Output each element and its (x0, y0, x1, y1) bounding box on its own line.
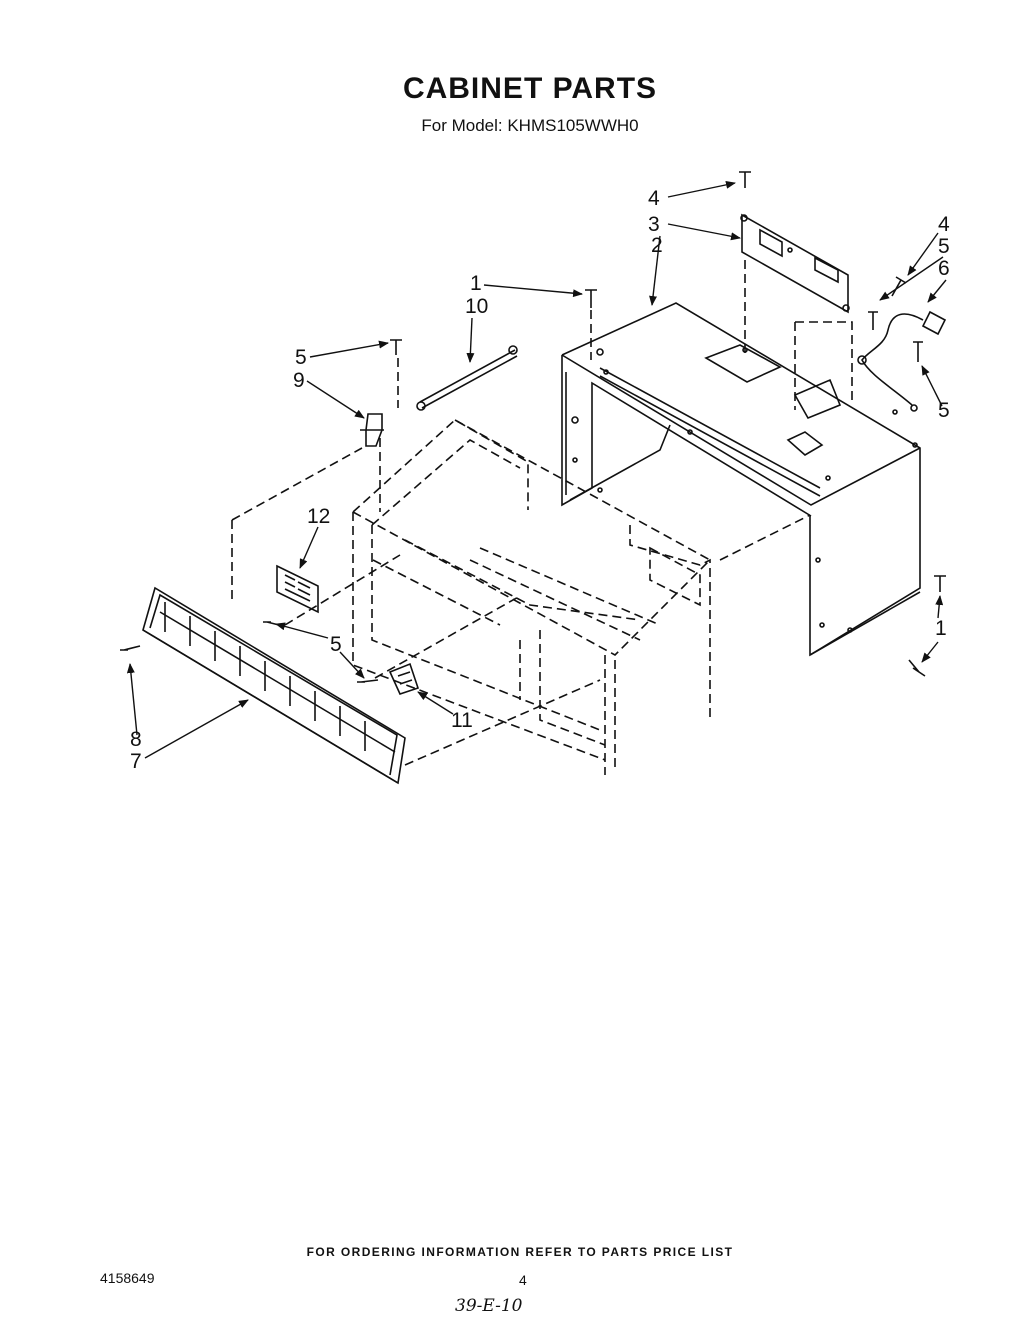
screw-1-right-upper (934, 575, 946, 592)
ordering-info-note: FOR ORDERING INFORMATION REFER TO PARTS … (306, 1245, 734, 1259)
hidden-inner-frame (231, 260, 853, 775)
page-title: CABINET PARTS (402, 72, 658, 105)
latch (360, 413, 384, 447)
screw-1-right-lower (908, 659, 926, 677)
callout-4-top: 4 (648, 187, 660, 210)
vent-grille (142, 586, 406, 785)
callout-4-right: 4 (938, 213, 950, 236)
callout-2: 2 (651, 234, 663, 257)
callout-12: 12 (307, 505, 330, 528)
callout-5-left: 5 (295, 346, 307, 369)
label-panel (276, 564, 319, 614)
callout-6: 6 (938, 257, 950, 280)
callout-10: 10 (465, 295, 488, 318)
callout-8: 8 (130, 728, 142, 751)
top-mounting-bracket (740, 213, 850, 314)
callout-9: 9 (293, 369, 305, 392)
callout-labels: 4 3 2 4 5 6 1 10 5 9 5 12 1 5 11 8 7 (130, 187, 950, 773)
page-number: 4 (519, 1272, 527, 1288)
callout-7: 7 (130, 750, 142, 773)
callout-3: 3 (648, 213, 660, 236)
screw-5-right-lower (913, 341, 923, 362)
callout-1-right: 1 (935, 617, 947, 640)
callout-5-lower-right: 5 (938, 399, 950, 422)
callout-5-middle: 5 (330, 633, 342, 656)
handwritten-note: 39-E-10 (455, 1296, 523, 1316)
screw-5-right-upper (868, 311, 878, 330)
small-bracket (388, 662, 420, 695)
model-subtitle: For Model: KHMS105WWH0 (421, 116, 639, 135)
outer-cabinet-shell (561, 302, 921, 657)
power-cord (857, 310, 947, 412)
screw-4-top (739, 171, 751, 188)
document-number: 4158649 (100, 1270, 155, 1286)
screw-1-top (585, 289, 597, 308)
callout-1-top: 1 (470, 272, 482, 295)
leader-arrows (126, 180, 947, 759)
screw-5-left-top (390, 339, 402, 355)
callout-11: 11 (451, 709, 473, 732)
screw-8 (120, 645, 141, 651)
callout-5-right: 5 (938, 235, 950, 258)
screw-5-lower (357, 679, 379, 683)
rod (416, 345, 518, 411)
